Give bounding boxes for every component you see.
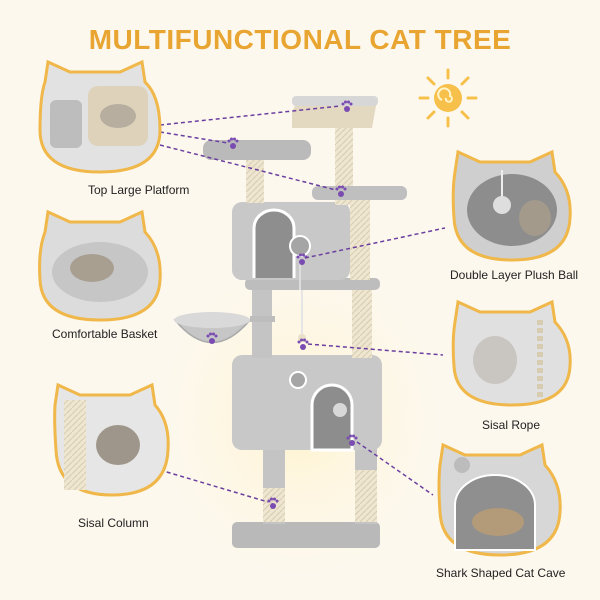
paw-markers — [206, 100, 358, 509]
frame-sisal-rope — [451, 299, 572, 407]
frame-top-platform — [38, 59, 162, 174]
upper-cave-entrance — [252, 208, 296, 278]
lower-cave-entrance — [310, 383, 354, 452]
paw-icon — [267, 497, 279, 509]
caption-plush-ball: Double Layer Plush Ball — [450, 268, 579, 282]
cat-photo — [100, 104, 136, 128]
page-title: MULTIFUNCTIONAL CAT TREE — [88, 24, 512, 55]
cat-photo — [70, 254, 114, 282]
frame-sisal-column — [53, 382, 170, 497]
frame-basket — [38, 209, 162, 322]
caption-sisal-rope: Sisal Rope — [482, 418, 541, 432]
caption-sisal-column: Sisal Column — [78, 516, 149, 530]
paw-icon — [206, 332, 218, 344]
cat-photo — [96, 425, 140, 465]
cat-photo — [472, 508, 524, 536]
sisal-column-right-upper — [350, 198, 370, 280]
tree-base — [232, 522, 380, 548]
caption-basket: Comfortable Basket — [52, 327, 158, 341]
middle-platform — [245, 278, 380, 290]
plush-ball-lower — [333, 403, 347, 417]
sun-icon — [418, 68, 478, 128]
cat-photo — [519, 200, 551, 236]
paw-icon — [296, 253, 308, 265]
cat-tree — [173, 96, 407, 548]
caption-top-platform: Top Large Platform — [88, 183, 190, 197]
plush-ball-window — [289, 235, 311, 257]
callout-lines — [159, 105, 446, 503]
caption-cat-cave: Shark Shaped Cat Cave — [436, 566, 566, 580]
paw-icon — [346, 434, 358, 446]
frame-plush-ball — [451, 149, 572, 262]
sisal-column-upper — [246, 155, 264, 203]
paw-icon — [297, 338, 309, 350]
round-window — [289, 371, 307, 389]
paw-icon — [335, 185, 347, 197]
basket-arm — [250, 316, 275, 322]
top-large-platform — [292, 100, 377, 128]
lower-cave — [232, 355, 382, 450]
sisal-column-right — [355, 470, 377, 522]
paw-icon — [227, 137, 239, 149]
basket-rim — [174, 312, 250, 328]
cat-photo — [473, 336, 517, 384]
frame-cat-cave — [437, 442, 562, 557]
paw-icon — [341, 100, 353, 112]
sisal-column-middle — [352, 280, 372, 358]
left-top-platform — [203, 140, 311, 160]
sisal-column-top — [335, 120, 353, 205]
